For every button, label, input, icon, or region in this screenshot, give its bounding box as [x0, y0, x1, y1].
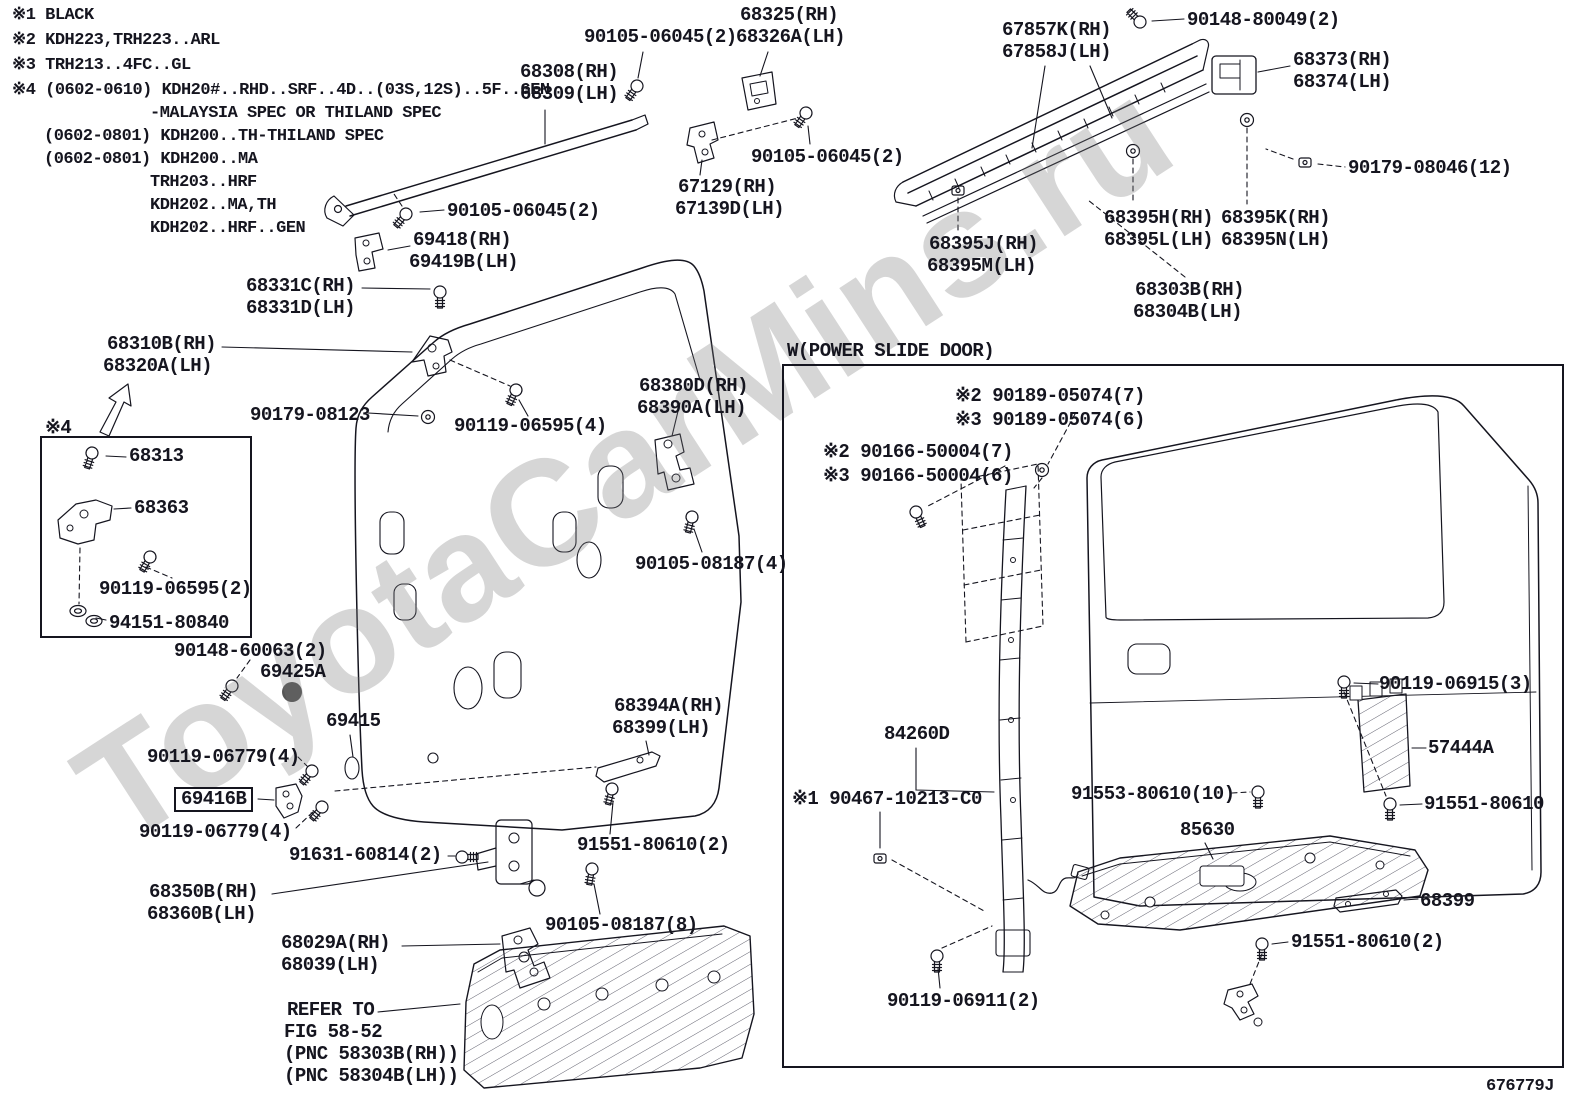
callout-68325-rh: 68325(RH) [740, 4, 839, 26]
callout-68394a-rh: 68394A(RH) [614, 695, 724, 717]
callout-68395j-rh: 68395J(RH) [929, 233, 1039, 255]
callout-pnc-58303b-rh: (PNC 58303B(RH)) [284, 1043, 459, 1065]
callout-68308-rh: 68308(RH) [520, 61, 619, 83]
callout-90105-06045-2: 90105-06045(2) [751, 146, 904, 168]
note-line: ※1 BLACK [12, 6, 94, 25]
callout-90119-06595-4: 90119-06595(4) [454, 415, 607, 437]
callout-3-90189-05074-6: ※3 90189-05074(6) [955, 409, 1145, 431]
callout-85630: 85630 [1180, 819, 1235, 841]
callout-68326a-lh: 68326A(LH) [736, 26, 846, 48]
callout-90148-80049-2: 90148-80049(2) [1187, 9, 1340, 31]
callout-2-90166-50004-7: ※2 90166-50004(7) [823, 441, 1013, 463]
note-line: ※3 TRH213..4FC..GL [12, 56, 191, 75]
callout-90105-06045-2: 90105-06045(2) [447, 200, 600, 222]
callout-refer-to: REFER TO [287, 999, 375, 1021]
callout-pnc-58304b-lh: (PNC 58304B(LH)) [284, 1065, 459, 1087]
callout-69416b: 69416B [174, 787, 254, 812]
callout-91631-60814-2: 91631-60814(2) [289, 844, 442, 866]
note-line: (0602-0801) KDH200..TH-THILAND SPEC [44, 127, 384, 146]
callout-68395n-lh: 68395N(LH) [1221, 229, 1331, 251]
callout-68039-lh: 68039(LH) [281, 954, 380, 976]
callout-90119-06779-4: 90119-06779(4) [139, 821, 292, 843]
callout-4: ※4 [45, 417, 72, 439]
callout-68331c-rh: 68331C(RH) [246, 275, 356, 297]
callout-68309-lh: 68309(LH) [520, 83, 619, 105]
callout-69415: 69415 [326, 710, 381, 732]
callout-90105-06045-2: 90105-06045(2) [584, 26, 737, 48]
callout-fig-58-52: FIG 58-52 [284, 1021, 383, 1043]
callout-68331d-lh: 68331D(LH) [246, 297, 356, 319]
callout-68313: 68313 [129, 445, 184, 467]
callout-90119-06779-4: 90119-06779(4) [147, 746, 300, 768]
callout-69419b-lh: 69419B(LH) [409, 251, 519, 273]
callout-90119-06595-2: 90119-06595(2) [99, 578, 252, 600]
note-line: -MALAYSIA SPEC OR THILAND SPEC [150, 104, 442, 123]
callout-90119-06915-3: 90119-06915(3) [1379, 673, 1532, 695]
callout-68350b-rh: 68350B(RH) [149, 881, 259, 903]
callout-68390a-lh: 68390A(LH) [637, 397, 747, 419]
callout-68380d-rh: 68380D(RH) [639, 375, 749, 397]
note4-detail-box [40, 436, 252, 638]
callout-68304b-lh: 68304B(LH) [1133, 301, 1243, 323]
callout-68029a-rh: 68029A(RH) [281, 932, 391, 954]
callout-90119-06911-2: 90119-06911(2) [887, 990, 1040, 1012]
callout-90148-60063-2: 90148-60063(2) [174, 640, 327, 662]
callout-2-90189-05074-7: ※2 90189-05074(7) [955, 385, 1145, 407]
callout-68395h-rh: 68395H(RH) [1104, 207, 1214, 229]
callout-68399-lh: 68399(LH) [612, 717, 711, 739]
callout-67857k-rh: 67857K(RH) [1002, 19, 1112, 41]
note-line: ※2 KDH223,TRH223..ARL [12, 31, 220, 50]
note-line: (0602-0801) KDH200..MA [44, 150, 258, 169]
callout-68395m-lh: 68395M(LH) [927, 255, 1037, 277]
note-line: KDH202..MA,TH [150, 196, 277, 215]
callout-69418-rh: 69418(RH) [413, 229, 512, 251]
callout-68320a-lh: 68320A(LH) [103, 355, 213, 377]
callout-90105-08187-4: 90105-08187(4) [635, 553, 788, 575]
callout-67129-rh: 67129(RH) [678, 176, 777, 198]
callout-91551-80610-2: 91551-80610(2) [1291, 931, 1444, 953]
psd-section-title: W(POWER SLIDE DOOR) [787, 340, 995, 362]
note-line: KDH202..HRF..GEN [150, 219, 306, 238]
callout-68395l-lh: 68395L(LH) [1104, 229, 1214, 251]
callout-91551-80610: 91551-80610 [1424, 793, 1544, 815]
callout-3-90166-50004-6: ※3 90166-50004(6) [823, 465, 1013, 487]
callout-68303b-rh: 68303B(RH) [1135, 279, 1245, 301]
callout-57444a: 57444A [1428, 737, 1494, 759]
callout-90179-08123: 90179-08123 [250, 404, 370, 426]
callout-91553-80610-10: 91553-80610(10) [1071, 783, 1235, 805]
callout-84260d: 84260D [884, 723, 950, 745]
callout-68360b-lh: 68360B(LH) [147, 903, 257, 925]
figure-number: 676779J [1486, 1077, 1554, 1096]
callout-68363: 68363 [134, 497, 189, 519]
note-line: TRH203..HRF [150, 173, 257, 192]
note-line: ※4 (0602-0610) KDH20#..RHD..SRF..4D..(03… [12, 81, 550, 100]
callout-91551-80610-2: 91551-80610(2) [577, 834, 730, 856]
callout-94151-80840: 94151-80840 [109, 612, 229, 634]
callout-67139d-lh: 67139D(LH) [675, 198, 785, 220]
callout-68373-rh: 68373(RH) [1293, 49, 1392, 71]
callout-68310b-rh: 68310B(RH) [107, 333, 217, 355]
callout-1-90467-10213-c0: ※1 90467-10213-C0 [792, 788, 982, 810]
callout-68374-lh: 68374(LH) [1293, 71, 1392, 93]
callout-90105-08187-8: 90105-08187(8) [545, 914, 698, 936]
power-slide-door-panel [782, 364, 1564, 1068]
callout-68399: 68399 [1420, 890, 1475, 912]
callout-68395k-rh: 68395K(RH) [1221, 207, 1331, 229]
callout-69425a: 69425A [260, 661, 326, 683]
callout-67858j-lh: 67858J(LH) [1002, 41, 1112, 63]
callout-90179-08046-12: 90179-08046(12) [1348, 157, 1512, 179]
